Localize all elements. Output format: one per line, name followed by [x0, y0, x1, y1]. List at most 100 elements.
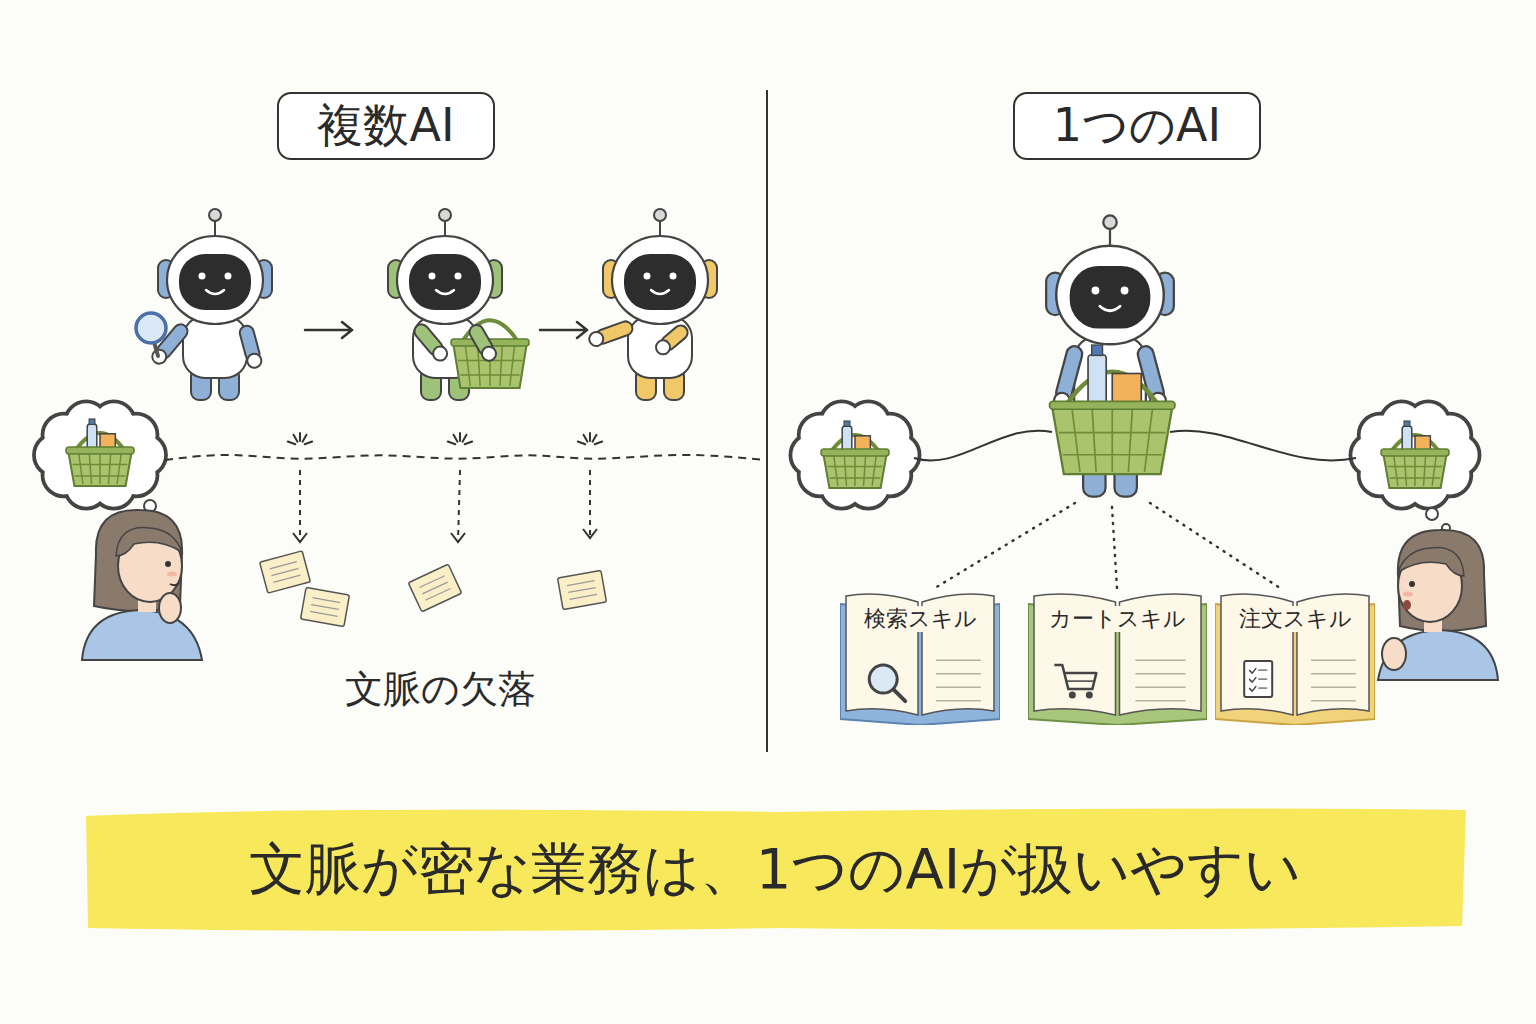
robot-figure: [624, 254, 696, 310]
skill-book: 検索スキル: [840, 590, 1000, 725]
book-shape: [1258, 669, 1267, 671]
lost-note: [273, 575, 300, 582]
drop-arrow: [583, 529, 597, 538]
basket-icon: [844, 455, 846, 486]
book-shape: [1135, 686, 1185, 688]
flow-arrow: [305, 322, 352, 338]
highlight-band: [86, 808, 1466, 931]
basket-icon: [1390, 477, 1441, 479]
skill-name: 検索スキル: [861, 606, 980, 632]
drop-arrow: [458, 470, 460, 542]
book-shape: [1068, 691, 1075, 698]
robot-figure: [455, 273, 462, 280]
robot-arm: [238, 324, 263, 369]
lost-note: [569, 594, 597, 599]
lost-note: [311, 605, 339, 610]
person-figure: [165, 561, 171, 567]
thought-bubble: [1372, 421, 1458, 489]
person-figure: [82, 510, 202, 660]
skill-link: [1150, 503, 1280, 588]
basket-icon: [821, 421, 889, 488]
book-shape: [1244, 661, 1272, 697]
basket-icon: [89, 453, 91, 484]
robot-arm: [412, 322, 450, 364]
robot-figure: [1070, 266, 1151, 329]
book-shape: [1085, 691, 1092, 698]
break-burst: [465, 442, 473, 445]
skill-link: [1112, 507, 1117, 588]
robot-figure: [1100, 306, 1120, 310]
basket-icon: [1052, 405, 1173, 474]
break-burst: [463, 435, 467, 442]
robot-figure: [183, 316, 247, 378]
robot-figure: [1121, 287, 1129, 295]
basket-icon: [823, 452, 887, 488]
basket-icon: [1092, 345, 1103, 355]
lost-note: [408, 564, 461, 612]
basket-icon: [1059, 432, 1166, 434]
robot-figure: [587, 209, 717, 400]
lost-note: [567, 581, 595, 586]
robot-figure: [179, 254, 251, 310]
robot-figure: [136, 209, 272, 400]
book-shape: [1054, 665, 1096, 699]
context-thread: [165, 455, 765, 460]
robot-arm: [653, 337, 673, 357]
person-figure: [1403, 600, 1411, 610]
break-burst: [593, 435, 597, 442]
drop-arrow: [451, 533, 465, 542]
book-shape: [1258, 687, 1267, 689]
break-burst: [448, 433, 472, 444]
drop-arrow: [299, 470, 301, 542]
basket-icon: [453, 342, 527, 388]
heading-box: 複数AI: [277, 92, 494, 159]
person-figure: [1398, 530, 1486, 631]
thought-bubble: [812, 421, 898, 489]
break-burst: [305, 442, 313, 445]
drop-arrow: [451, 470, 465, 542]
basket-icon: [451, 320, 529, 388]
thought-bubble: [34, 402, 165, 509]
basket-icon: [510, 345, 515, 386]
skill-link: [935, 503, 1280, 588]
caption-text: 文脈が密な業務は、1つのAIが扱いやすい: [249, 835, 1301, 902]
basket-icon: [66, 419, 134, 486]
basket-icon: [99, 453, 101, 484]
robot-figure: [409, 254, 481, 310]
book-shape: [1249, 677, 1256, 682]
drop-arrow: [589, 470, 591, 538]
basket-icon: [1388, 466, 1443, 468]
break-burst: [303, 435, 307, 442]
break-burst: [584, 435, 588, 442]
basket-icon: [1381, 421, 1449, 488]
book-shape: [1135, 659, 1185, 661]
basket-icon: [854, 455, 856, 486]
basket-icon: [68, 450, 132, 486]
book-shape: [869, 665, 897, 693]
book-shape: [1311, 672, 1356, 674]
book-shape: [1311, 699, 1356, 701]
basket-icon: [1404, 421, 1410, 426]
basket-icon: [1063, 454, 1162, 456]
break-burst: [589, 433, 591, 441]
person-figure: [159, 593, 181, 623]
flow-arrow: [540, 322, 587, 338]
break-burst: [578, 433, 602, 444]
basket-icon: [1144, 408, 1152, 472]
thought-bubble: [1351, 402, 1479, 509]
book-shape: [936, 699, 981, 701]
basket-icon: [864, 455, 866, 486]
context-link: [1170, 431, 1356, 461]
basket-icon: [830, 477, 881, 479]
robot-arm: [653, 323, 690, 358]
book-shape: [1249, 686, 1256, 691]
book-shape: [1311, 686, 1356, 688]
person-figure: [1398, 548, 1464, 576]
basket-icon: [79, 453, 83, 484]
robot-figure: [439, 209, 451, 221]
lost-note: [301, 587, 350, 626]
basket-icon: [1432, 455, 1436, 486]
book-shape: [1066, 680, 1094, 682]
basket-icon: [1128, 408, 1132, 472]
break-burst: [288, 433, 312, 444]
